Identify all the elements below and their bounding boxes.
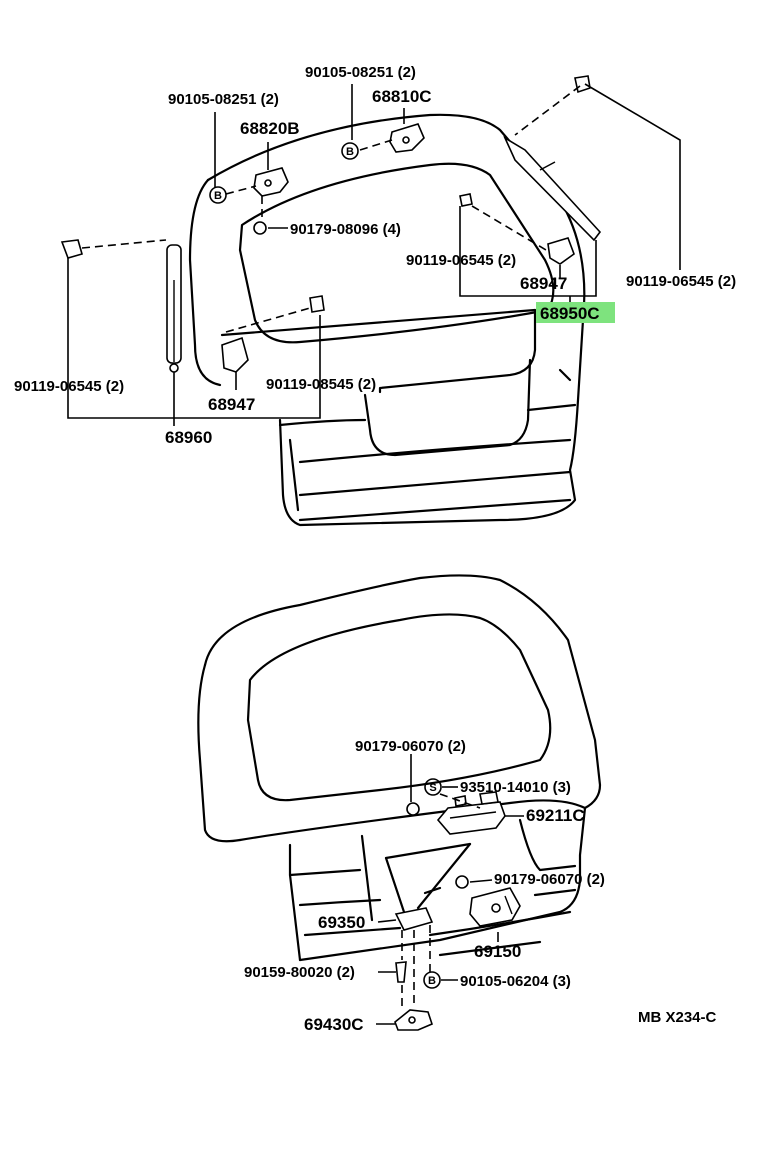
label-90119-06545-right: 90119-06545 (2) (626, 273, 736, 290)
screw-90159-80020-part (395, 961, 407, 983)
label-69430c: 69430C (304, 1015, 364, 1034)
highlight-68950c (536, 302, 615, 323)
circle-marker-b-top-left: B (209, 186, 227, 204)
label-90119-06545-left: 90119-06545 (2) (14, 378, 124, 395)
top-leader-lines (67, 83, 681, 426)
circle-marker-b-bottom: B (423, 971, 441, 989)
label-90179-08096: 90179-08096 (4) (290, 221, 401, 238)
label-90179-06070-mid: 90179-06070 (2) (494, 871, 605, 888)
label-90105-06204: 90105-06204 (3) (460, 973, 571, 990)
svg-text:S: S (429, 782, 436, 794)
label-90119-08545: 90119-08545 (2) (266, 376, 376, 393)
label-90119-06545-mid: 90119-06545 (2) (406, 252, 516, 269)
label-93510-14010: 93510-14010 (3) (460, 779, 571, 796)
label-68947-left: 68947 (208, 395, 255, 414)
back-door-upper-body (188, 113, 586, 527)
circle-marker-s: S (424, 778, 442, 796)
nut-90179-08096-part (253, 221, 267, 235)
svg-text:B: B (346, 146, 354, 158)
stay-damper-right-part (503, 135, 602, 242)
back-door-lower-body (197, 574, 602, 962)
nut-90179-06070-mid-part (455, 875, 469, 889)
top-parts (60, 75, 602, 373)
svg-text:B: B (214, 190, 222, 202)
bracket-68947-left-part (221, 336, 249, 373)
handle-69211c-part (436, 801, 506, 835)
lock-cylinder-69350-part (394, 907, 434, 931)
bracket-68947-right-part (547, 237, 575, 265)
nut-90179-06070-top-part (406, 802, 420, 816)
label-69350: 69350 (318, 913, 365, 932)
label-68820b: 68820B (240, 119, 300, 138)
circle-marker-b-top-center: B (341, 142, 359, 160)
label-90105-08251-left: 90105-08251 (2) (168, 91, 279, 108)
bottom-leader-lines (376, 754, 524, 1025)
label-90105-08251-top: 90105-08251 (2) (305, 64, 416, 81)
bottom-parts (384, 791, 521, 1031)
label-68950c: 68950C (540, 304, 600, 323)
label-69211c: 69211C (526, 806, 585, 825)
label-68810c: 68810C (372, 87, 432, 106)
label-68947-right: 68947 (520, 274, 567, 293)
label-90159-80020: 90159-80020 (2) (244, 964, 355, 981)
label-69150: 69150 (474, 942, 521, 961)
label-68960: 68960 (165, 428, 212, 447)
diagram-code: MB X234-C (638, 1009, 717, 1026)
label-90179-06070-top: 90179-06070 (2) (355, 738, 466, 755)
svg-text:B: B (428, 975, 436, 987)
